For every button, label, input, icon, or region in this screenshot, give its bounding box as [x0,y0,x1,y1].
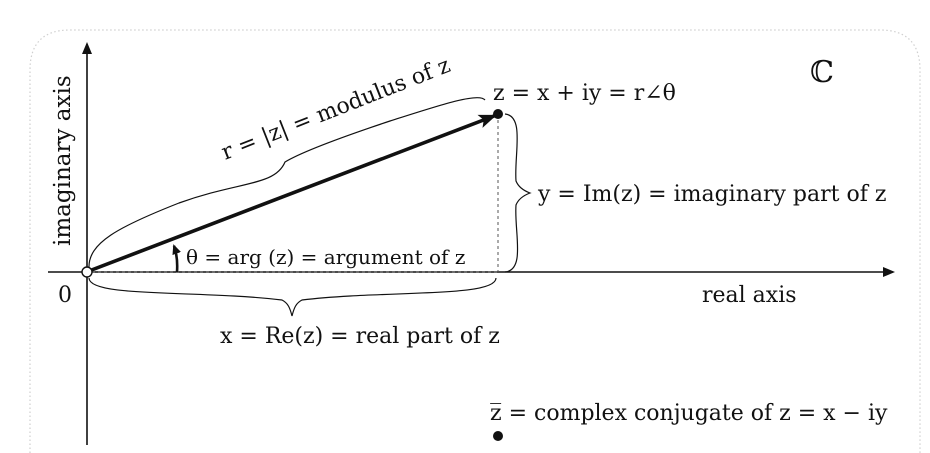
real-axis-label: real axis [702,283,797,308]
point-z-label: z = x + iy = r∠θ [493,81,676,106]
argument-label: θ = arg (z) = argument of z [186,245,465,269]
angle-arc [172,244,181,273]
real-part-label: x = Re(z) = real part of z [220,324,500,349]
complex-set-symbol: ℂ [810,55,834,90]
imaginary-part-brace [504,113,532,273]
imaginary-axis-label: imaginary axis [50,75,76,246]
point-z [493,109,503,119]
conjugate-label: z̅ = complex conjugate of z = x − iy [490,401,888,426]
frame-border [29,29,921,453]
vector-z [88,114,497,273]
modulus-brace [88,97,486,269]
origin-point [81,266,93,278]
real-part-brace [88,277,497,317]
point-z-conjugate [493,431,503,441]
modulus-label: r = |z| = modulus of z [218,53,454,166]
origin-label: 0 [58,283,72,308]
imaginary-part-label: y = Im(z) = imaginary part of z [537,182,886,207]
